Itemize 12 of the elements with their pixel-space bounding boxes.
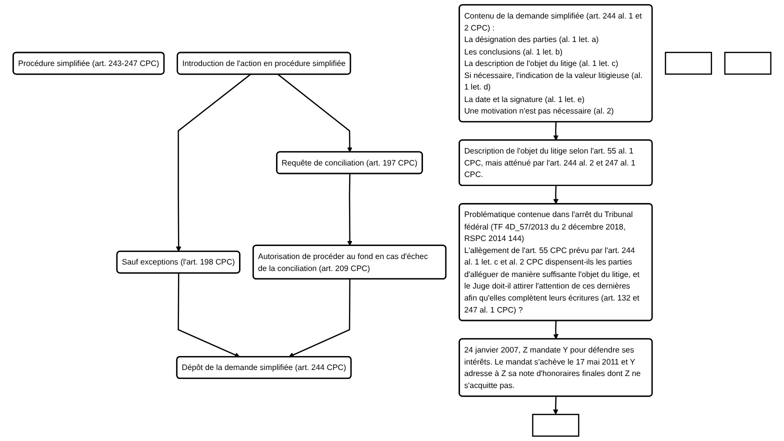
arrow — [278, 74, 352, 152]
node-box — [532, 414, 580, 437]
arrow — [553, 396, 558, 415]
arrow — [288, 279, 350, 358]
arrow — [347, 174, 352, 246]
arrow — [553, 186, 559, 204]
arrow — [178, 273, 240, 358]
arrow — [553, 320, 559, 340]
arrow — [176, 74, 251, 252]
node-box — [724, 52, 772, 75]
arrow — [553, 122, 559, 141]
node-box — [664, 52, 712, 75]
